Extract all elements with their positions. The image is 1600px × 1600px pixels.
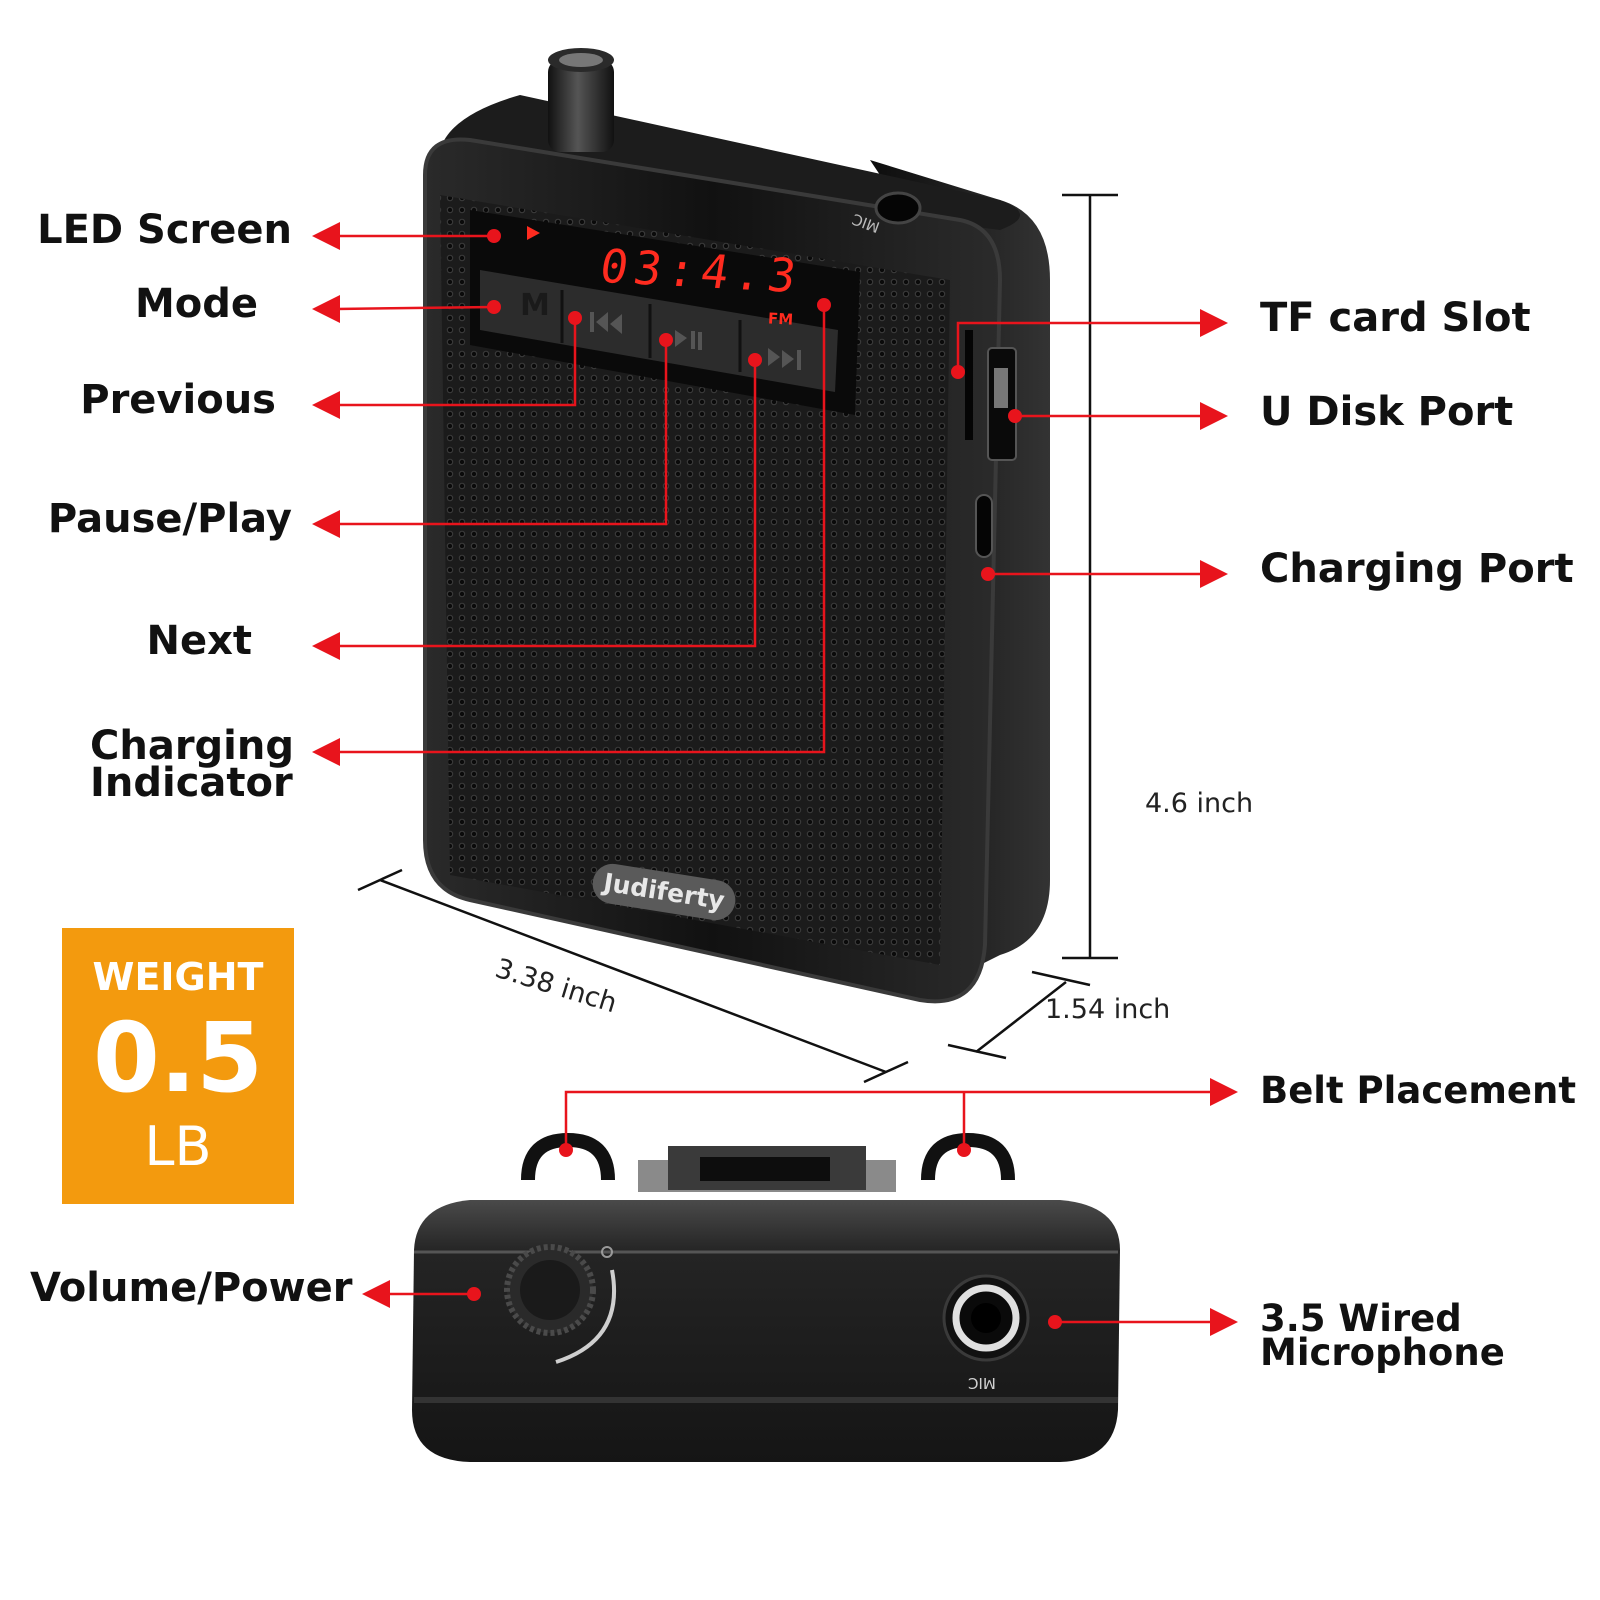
previous-button-icon	[590, 312, 622, 334]
label-led-screen: LED Screen	[37, 207, 292, 253]
dimension-depth-label: 1.54 inch	[1045, 994, 1171, 1025]
callout-arrowheads	[312, 222, 1238, 1336]
label-volume-power: Volume/Power	[30, 1265, 353, 1311]
wired-mic-jack	[942, 1274, 1030, 1362]
label-mode: Mode	[134, 281, 258, 327]
weight-title: WEIGHT	[92, 955, 264, 999]
arrow-left-icon	[312, 295, 340, 323]
tf-card-slot	[965, 330, 973, 440]
callout-next	[336, 360, 757, 648]
callout-belt-placement	[564, 1090, 1210, 1150]
charging-port	[975, 494, 993, 558]
label-previous: Previous	[80, 377, 276, 423]
weight-badge: WEIGHT 0.5 LB	[62, 928, 294, 1204]
speaker-bottom-view	[412, 1132, 1120, 1462]
weight-unit: LB	[144, 1115, 212, 1178]
volume-power-knob	[504, 1244, 596, 1336]
label-wired-microphone: 3.5 Wired Microphone	[1260, 1297, 1505, 1375]
callout-lines	[335, 234, 1210, 1324]
label-wired-mic-line1: 3.5 Wired	[1260, 1297, 1462, 1340]
arrow-right-icon	[1200, 309, 1228, 337]
label-belt-placement: Belt Placement	[1260, 1069, 1577, 1112]
arrow-left-icon	[312, 222, 340, 250]
weight-value: 0.5	[92, 1002, 264, 1114]
arrow-left-icon	[312, 510, 340, 538]
arrow-left-icon	[312, 391, 340, 419]
led-fm-indicator: FM	[767, 309, 794, 329]
mode-button-label: M	[520, 288, 550, 323]
belt-loop-left	[521, 1132, 615, 1181]
label-charging-indicator-line1: Charging	[90, 723, 295, 769]
label-charging-port: Charging Port	[1260, 546, 1574, 592]
depth-dimension-line	[947, 970, 1091, 1060]
arrow-right-icon	[1210, 1308, 1238, 1336]
bottom-mic-label: MIC	[968, 1374, 996, 1392]
arrow-left-icon	[312, 738, 340, 766]
width-dimension-line	[357, 868, 909, 1084]
volume-knob	[548, 48, 614, 152]
label-charging-indicator-line2: Indicator	[90, 759, 293, 806]
callout-pause-play	[336, 340, 668, 526]
label-charging-indicator: Charging Indicator	[90, 723, 295, 806]
led-display-readout: 03:4.3	[596, 238, 806, 304]
arrow-left-icon	[312, 632, 340, 660]
callout-charging-indicator	[336, 305, 826, 754]
speaker-front-view	[423, 48, 1050, 1004]
callout-tf-card-slot	[956, 321, 1205, 372]
arrow-right-icon	[1210, 1078, 1238, 1106]
dimension-height-label: 4.6 inch	[1145, 788, 1254, 819]
callout-mode	[335, 305, 495, 311]
arrow-right-icon	[1200, 560, 1228, 588]
pause-play-button-icon	[675, 330, 702, 350]
callout-dots	[467, 229, 1062, 1329]
label-next: Next	[146, 618, 252, 664]
power-symbol-icon	[601, 1246, 613, 1258]
arrow-left-icon	[362, 1280, 390, 1308]
top-mic-jack	[874, 191, 922, 225]
height-dimension-line	[1062, 193, 1118, 960]
arrow-right-icon	[1200, 402, 1228, 430]
belt-loop-right	[921, 1132, 1015, 1181]
callout-previous	[336, 318, 577, 407]
label-pause-play: Pause/Play	[47, 496, 292, 542]
led-play-indicator-icon	[527, 226, 540, 240]
next-button-icon	[768, 348, 801, 370]
volume-arc	[555, 1269, 617, 1364]
bottom-body	[412, 1200, 1120, 1462]
label-wired-mic-line2: Microphone	[1260, 1331, 1505, 1375]
label-u-disk-port: U Disk Port	[1260, 389, 1514, 435]
label-tf-card-slot: TF card Slot	[1260, 295, 1531, 341]
